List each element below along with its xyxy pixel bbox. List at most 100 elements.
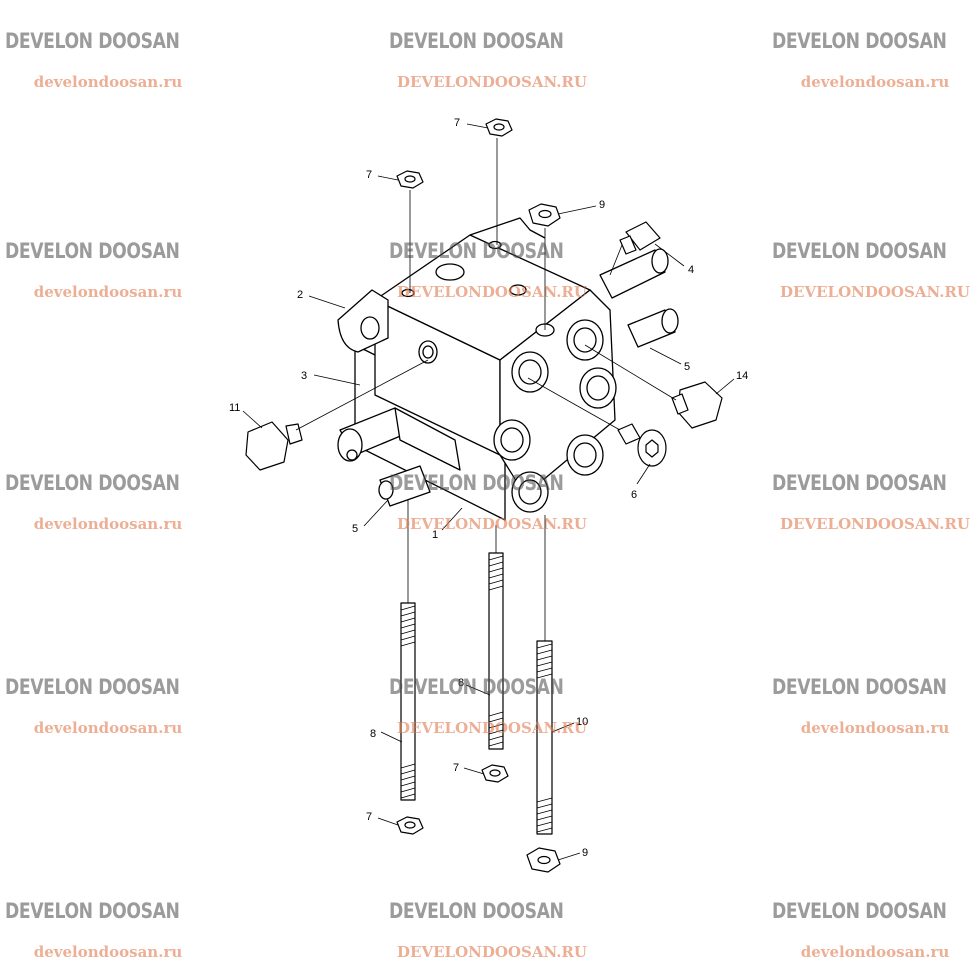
stud-10	[536, 640, 553, 835]
callout-10: 10	[576, 716, 588, 728]
leader-lines	[242, 123, 735, 861]
watermark-tile: DEVELON DOOSAN develondoosan.ru	[4, 897, 208, 961]
watermark-logo: DEVELON DOOSAN	[771, 27, 975, 55]
watermark-site: develondoosan.ru	[33, 283, 183, 301]
watermark-logo: DEVELON DOOSAN	[388, 469, 592, 497]
watermark-brand: DEVELON DOOSAN	[388, 29, 564, 53]
port-group	[493, 319, 617, 513]
watermark-brand: DEVELON DOOSAN	[4, 471, 180, 495]
top-hole-c	[509, 284, 527, 296]
nut-7-center-bottom	[481, 764, 509, 783]
watermark-logo: DEVELON DOOSAN	[771, 673, 975, 701]
nut-7-left-bottom	[396, 816, 424, 835]
watermark-logo: DEVELON DOOSAN	[388, 27, 592, 55]
watermark-tile: DEVELON DOOSAN develondoosan.ru	[4, 237, 208, 301]
callout-9: 9	[599, 199, 605, 211]
watermark-site: develondoosan.ru	[800, 73, 950, 91]
callout-2: 2	[297, 289, 303, 301]
watermark-brand: DEVELON DOOSAN	[771, 899, 947, 923]
watermark-brand: DEVELON DOOSAN	[388, 675, 564, 699]
watermark-tile: DEVELON DOOSAN DEVELONDOOSAN.RU	[389, 237, 592, 301]
watermark-site: develondoosan.ru	[33, 719, 183, 737]
watermark-logo: DEVELON DOOSAN	[771, 469, 975, 497]
watermark-site: develondoosan.ru	[33, 515, 183, 533]
watermark-brand: DEVELON DOOSAN	[388, 471, 564, 495]
callout-4: 4	[688, 264, 694, 276]
ear-hole	[360, 316, 380, 340]
alignment-lines	[295, 138, 677, 641]
callout-7: 7	[453, 762, 459, 774]
callout-9: 9	[582, 847, 588, 859]
watermark-brand: DEVELON DOOSAN	[388, 899, 564, 923]
top-hole-a	[488, 240, 502, 250]
top-hole-b	[401, 288, 415, 298]
callout-14: 14	[736, 370, 748, 382]
watermark-site: DEVELONDOOSAN.RU	[780, 515, 970, 533]
watermark-site: DEVELONDOOSAN.RU	[780, 283, 970, 301]
watermark-tile: DEVELON DOOSAN develondoosan.ru	[771, 897, 975, 961]
nut-9-top	[528, 203, 561, 227]
watermark-logo: DEVELON DOOSAN	[4, 897, 208, 925]
watermark-tile: DEVELON DOOSAN DEVELONDOOSAN.RU	[388, 897, 592, 961]
watermark-site: DEVELONDOOSAN.RU	[397, 283, 587, 301]
nut-9-bottom	[526, 847, 561, 873]
callout-6: 6	[631, 489, 637, 501]
callout-5: 5	[684, 361, 690, 373]
watermark-tile: DEVELON DOOSAN develondoosan.ru	[4, 469, 208, 533]
watermark-logo: DEVELON DOOSAN	[388, 897, 592, 925]
callout-3: 3	[301, 370, 307, 382]
watermark-site: DEVELONDOOSAN.RU	[397, 73, 587, 91]
watermark-tile: DEVELON DOOSAN DEVELONDOOSAN.RU	[388, 469, 592, 533]
watermark-site: develondoosan.ru	[33, 943, 183, 961]
watermark-logo: DEVELON DOOSAN	[4, 27, 208, 55]
watermark-tile: DEVELON DOOSAN DEVELONDOOSAN.RU	[771, 237, 975, 301]
watermark-site: develondoosan.ru	[800, 719, 950, 737]
watermark-brand: DEVELON DOOSAN	[4, 239, 180, 263]
watermark-brand: DEVELON DOOSAN	[4, 29, 180, 53]
callout-1: 1	[432, 529, 438, 541]
watermark-brand: DEVELON DOOSAN	[771, 471, 947, 495]
watermark-brand: DEVELON DOOSAN	[771, 239, 947, 263]
watermark-site: DEVELONDOOSAN.RU	[397, 943, 587, 961]
watermark-logo: DEVELON DOOSAN	[4, 237, 208, 265]
watermark-logo: DEVELON DOOSAN	[771, 237, 975, 265]
callout-7: 7	[366, 811, 372, 823]
watermark-tile: DEVELON DOOSAN DEVELONDOOSAN.RU	[388, 27, 592, 91]
top-boss	[435, 263, 465, 281]
watermark-site: develondoosan.ru	[33, 73, 183, 91]
watermark-tile: DEVELON DOOSAN develondoosan.ru	[4, 673, 208, 737]
stud-8-center	[488, 552, 504, 750]
watermark-site: develondoosan.ru	[800, 943, 950, 961]
callout-labels: 7 7 9 4 2 5 14 3 11 6 5 1 8 10 8 7 7 9	[229, 117, 748, 859]
stud-8-left	[400, 602, 416, 801]
watermark-logo: DEVELON DOOSAN	[389, 237, 592, 265]
watermark-logo: DEVELON DOOSAN	[4, 673, 208, 701]
loose-parts	[245, 118, 723, 873]
nut-7-left	[396, 170, 424, 189]
watermark-brand: DEVELON DOOSAN	[771, 675, 947, 699]
callout-8: 8	[458, 677, 464, 689]
watermark-logo: DEVELON DOOSAN	[388, 673, 592, 701]
watermark-tile: DEVELON DOOSAN develondoosan.ru	[771, 27, 975, 91]
watermark-logo: DEVELON DOOSAN	[771, 897, 975, 925]
watermark-tile: DEVELON DOOSAN DEVELONDOOSAN.RU	[771, 469, 975, 533]
plug-11	[245, 421, 303, 471]
watermark-brand: DEVELON DOOSAN	[4, 899, 180, 923]
top-rib	[469, 217, 546, 239]
callout-8: 8	[370, 728, 376, 740]
nut-7-top	[485, 118, 513, 137]
callout-5: 5	[352, 523, 358, 535]
plug-4	[619, 221, 661, 255]
screw-6	[617, 423, 667, 467]
watermark-site: DEVELONDOOSAN.RU	[397, 515, 587, 533]
watermark-tile: DEVELON DOOSAN develondoosan.ru	[771, 673, 975, 737]
plug-14	[671, 381, 723, 429]
callout-7: 7	[454, 117, 460, 129]
watermark-brand: DEVELON DOOSAN	[4, 675, 180, 699]
callout-7: 7	[366, 169, 372, 181]
watermark-logo: DEVELON DOOSAN	[4, 469, 208, 497]
watermark-tile: DEVELON DOOSAN develondoosan.ru	[4, 27, 208, 91]
watermark-brand: DEVELON DOOSAN	[771, 29, 947, 53]
